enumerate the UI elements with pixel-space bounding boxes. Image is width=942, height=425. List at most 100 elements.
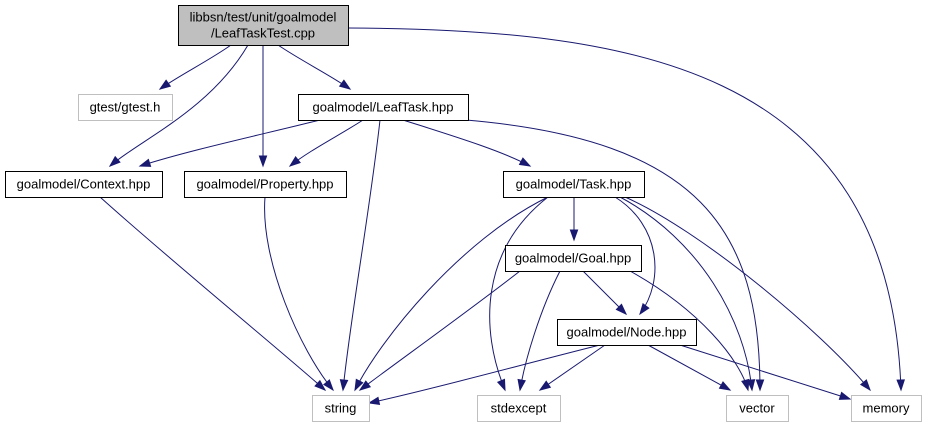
edge-line xyxy=(264,196,334,391)
edge-root-to-leaftask xyxy=(277,44,352,90)
edge-arrowhead xyxy=(896,379,905,392)
edge-arrowhead xyxy=(538,380,552,391)
edge-arrowhead xyxy=(615,303,628,316)
node-task[interactable]: goalmodel/Task.hpp xyxy=(503,171,645,198)
edge-arrowhead xyxy=(838,391,852,400)
node-root[interactable]: libbsn/test/unit/goalmodel/LeafTaskTest.… xyxy=(178,5,349,46)
edge-arrowhead xyxy=(323,379,334,392)
edge-node-to-vector xyxy=(647,344,732,391)
node-property[interactable]: goalmodel/Property.hpp xyxy=(184,171,347,198)
edge-task-to-stdexcept xyxy=(489,196,549,392)
edge-arrowhead xyxy=(314,379,327,391)
edge-arrowhead xyxy=(755,379,765,392)
node-string: string xyxy=(312,395,370,422)
edge-arrowhead xyxy=(108,155,121,167)
edge-line xyxy=(679,344,851,400)
edge-line xyxy=(402,119,531,167)
edge-leaftask-to-string xyxy=(339,119,381,392)
edge-task-to-node xyxy=(614,196,656,316)
node-label: goalmodel/Task.hpp xyxy=(516,177,632,192)
node-vector: vector xyxy=(726,395,789,422)
node-stdexcept: stdexcept xyxy=(477,395,561,422)
edge-line xyxy=(489,196,549,391)
node-box xyxy=(78,94,173,121)
edge-node-to-memory xyxy=(679,344,852,400)
edge-arrowhead xyxy=(339,379,349,392)
node-memory: memory xyxy=(851,395,922,422)
edge-arrowhead xyxy=(741,378,750,392)
edge-line xyxy=(465,119,761,391)
node-label: goalmodel/Goal.hpp xyxy=(515,251,631,266)
edge-arrowhead xyxy=(569,229,579,242)
edge-root-to-memory xyxy=(347,27,905,392)
node-box xyxy=(477,395,561,422)
edge-task-to-memory xyxy=(624,196,871,392)
edge-line xyxy=(277,44,351,90)
edge-line xyxy=(619,196,753,391)
edge-line xyxy=(347,27,902,391)
edge-arrowhead xyxy=(367,396,381,405)
edge-root-to-context xyxy=(108,44,249,167)
node-label: goalmodel/Node.hpp xyxy=(567,325,687,340)
edge-arrowhead xyxy=(338,79,352,90)
edge-layer xyxy=(99,27,905,405)
node-label: goalmodel/Property.hpp xyxy=(196,177,333,192)
edge-line xyxy=(289,119,364,167)
edge-arrowhead xyxy=(518,157,532,167)
node-label: vector xyxy=(739,401,775,416)
edge-arrowhead xyxy=(746,379,756,392)
edge-goal-to-node xyxy=(582,270,628,316)
edge-arrowhead xyxy=(138,158,152,167)
edge-task-to-vector xyxy=(619,196,756,392)
edge-line xyxy=(139,119,321,167)
node-box xyxy=(184,171,347,198)
edge-line xyxy=(99,196,326,391)
node-label: memory xyxy=(863,401,910,416)
edge-line xyxy=(342,119,381,391)
edge-arrowhead xyxy=(496,378,506,392)
edge-arrowhead xyxy=(288,156,301,167)
edge-line xyxy=(539,344,606,391)
edge-line xyxy=(519,270,561,391)
node-node[interactable]: goalmodel/Node.hpp xyxy=(557,319,697,346)
edge-goal-to-string xyxy=(358,270,521,391)
edge-task-to-goal xyxy=(569,197,579,242)
node-label: libbsn/test/unit/goalmodel xyxy=(190,10,337,25)
node-label: stdexcept xyxy=(491,401,547,416)
edge-arrowhead xyxy=(859,379,871,392)
edge-arrowhead xyxy=(354,378,364,392)
edge-task-to-string xyxy=(354,196,549,392)
edge-arrowhead xyxy=(358,380,372,391)
edge-leaftask-to-vector xyxy=(465,119,765,392)
node-context[interactable]: goalmodel/Context.hpp xyxy=(5,171,163,198)
edge-root-to-property xyxy=(258,45,268,168)
edge-line xyxy=(647,344,731,391)
edge-arrowhead xyxy=(258,155,268,168)
edge-line xyxy=(354,196,549,391)
edge-node-to-string xyxy=(367,344,601,405)
node-box xyxy=(5,171,163,198)
node-goal[interactable]: goalmodel/Goal.hpp xyxy=(505,245,642,272)
edge-leaftask-to-property xyxy=(288,119,364,167)
edge-goal-to-vector xyxy=(629,270,750,392)
node-box xyxy=(298,94,469,121)
edge-line xyxy=(109,44,249,167)
edge-leaftask-to-task xyxy=(402,119,532,167)
node-box xyxy=(557,319,697,346)
node-leaftask[interactable]: goalmodel/LeafTask.hpp xyxy=(298,94,469,121)
edge-goal-to-stdexcept xyxy=(517,270,561,392)
node-label: gtest/gtest.h xyxy=(90,100,161,115)
node-box xyxy=(503,171,645,198)
node-box xyxy=(178,5,349,46)
node-label: goalmodel/LeafTask.hpp xyxy=(313,100,454,115)
edge-leaftask-to-context xyxy=(138,119,321,167)
node-box xyxy=(312,395,370,422)
edge-line xyxy=(368,344,601,404)
node-label: /LeafTaskTest.cpp xyxy=(211,26,315,41)
edge-line xyxy=(629,270,749,391)
edge-root-to-gtest xyxy=(158,44,232,90)
edge-arrowhead xyxy=(158,79,172,90)
edge-context-to-string xyxy=(99,196,327,391)
edge-arrowhead xyxy=(517,378,526,392)
edge-arrowhead xyxy=(718,381,732,391)
